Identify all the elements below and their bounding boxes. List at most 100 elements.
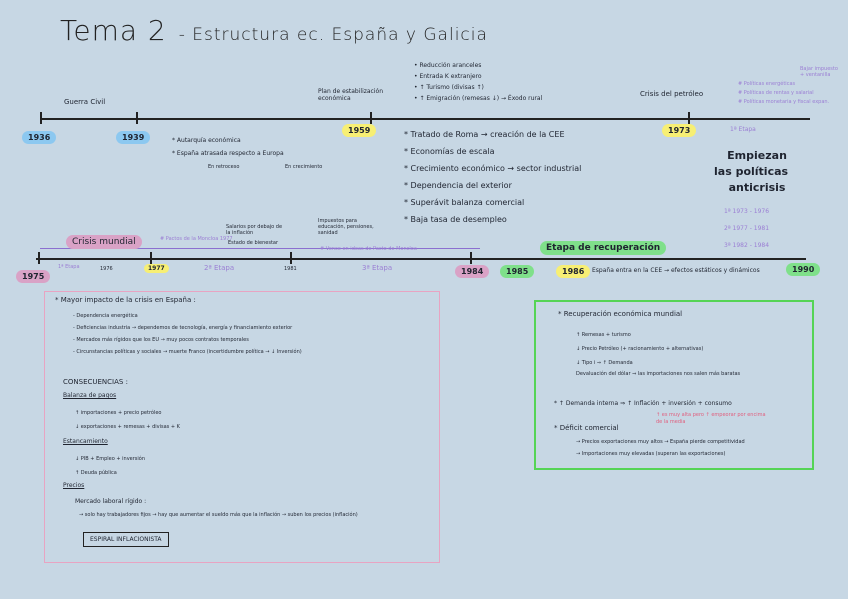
etapa3-bottom-label: 3ª Etapa [362, 264, 393, 272]
crisis-petroleo-label: Crisis del petróleo [640, 90, 704, 98]
empiezan-line: anticrisis [728, 181, 786, 194]
mercado-heading: Mercado laboral rígido : [75, 498, 147, 505]
desarrollo-item: * Baja tasa de desempleo [404, 215, 507, 224]
etapa1-top-label: 1ª Etapa [730, 126, 756, 133]
desarrollo-item: * Tratado de Roma → creación de la CEE [404, 130, 565, 139]
estado-bienestar-label: Estado de bienestar [228, 240, 279, 246]
impact-bullets: - Dependencia energética - Deficiencias … [73, 310, 343, 358]
impact-bullet: - Dependencia energética [73, 313, 138, 319]
crisis-policies-list: # Políticas energéticas # Políticas de r… [738, 80, 829, 107]
plan-effect-item: • Reducción aranceles [414, 62, 482, 69]
impact-bullet: - Circunstancias políticas y sociales → … [73, 349, 302, 355]
recuperacion-heading: * Recuperación económica mundial [558, 310, 683, 318]
espana-cee-label: España entra en la CEE → efectos estátic… [592, 267, 760, 274]
recuperacion-box: * Recuperación económica mundial ↑ Remes… [534, 300, 814, 470]
deficit-heading: * Déficit comercial [554, 424, 619, 432]
recuperacion-item: ↓ Tipo i ⇒ ↑ Demanda [576, 360, 633, 366]
etapa-item: 3ª 1982 - 1984 [724, 242, 770, 249]
balanza-item: ↓ exportaciones + remesas + divisas + K [75, 424, 180, 430]
recuperacion-item: ↓ Precio Petróleo (+ racionamiento + alt… [576, 346, 704, 352]
year-1977-badge: 1977 [144, 264, 169, 273]
etapa-item: 2ª 1977 - 1981 [724, 225, 770, 232]
retroceso-label: En retroceso [208, 164, 240, 170]
empiezan-heading: Empiezan las políticas anticrisis [714, 148, 788, 196]
tick-1936 [40, 112, 42, 124]
pactos-label: # Pactos de la Moncloa 1977 [160, 236, 233, 242]
espiral-inflacionista-box: ESPIRAL INFLACIONISTA [83, 532, 169, 547]
empiezan-line: las políticas [714, 165, 789, 178]
salarios-label: Salarios por debajo de la inflación [226, 224, 283, 236]
tick-1959 [370, 112, 372, 124]
bottom-purple-segment [40, 248, 480, 249]
demanda-interna: * ↑ Demanda interna ⇒ ↑ Inflación + inve… [554, 400, 732, 407]
estancamiento-item: ↑ Deuda pública [75, 470, 117, 476]
plan-effect-item: • ↑ Emigración (remesas ↓) → Éxodo rural [414, 95, 543, 102]
tick-1977 [150, 252, 152, 264]
demanda-note: ↑ es muy alta pero ↑ empeorar por encima… [656, 412, 766, 425]
estancamiento-list: ↓ PIB + Empleo + inversión ↑ Deuda públi… [75, 452, 145, 480]
plan-estabilizacion-label: Plan de estabilización económica [318, 88, 384, 102]
empiezan-line: Empiezan [727, 149, 787, 162]
plan-effect-item: • ↑ Turismo (divisas ↑) [414, 84, 484, 91]
year-1990-badge: 1990 [786, 263, 821, 276]
plan-effects-list: • Reducción aranceles • Entrada K extran… [414, 60, 542, 104]
year-1981-label: 1981 [284, 266, 297, 272]
top-timeline-axis [40, 118, 810, 120]
desarrollo-item: * Dependencia del exterior [404, 181, 512, 190]
crisis-impact-box: * Mayor impacto de la crisis en España :… [44, 291, 440, 563]
desarrollo-item: * Economías de escala [404, 147, 495, 156]
crisis-extra-line: Bajar impuesto [800, 66, 838, 72]
bottom-timeline-axis [36, 258, 806, 260]
crisis-extra-line: + ventanilla [800, 72, 831, 78]
crisis-policy-item: # Políticas energéticas [738, 81, 796, 87]
vence-label: # Vence en ideas de Pacto de Moncloa [320, 246, 417, 252]
impact-heading: * Mayor impacto de la crisis en España : [55, 296, 196, 304]
year-1986-badge: 1986 [556, 265, 591, 278]
etapa1-bottom-label: 1ª Etapa [58, 264, 80, 270]
crisis-policy-item: # Políticas de rentas y salarial [738, 90, 814, 96]
recuperacion-list: ↑ Remesas + turismo ↓ Precio Petróleo (+… [576, 328, 766, 378]
etapa2-bottom-label: 2ª Etapa [204, 264, 235, 272]
tick-1975 [38, 252, 40, 264]
year-1985-badge: 1985 [500, 265, 535, 278]
recuperacion-item: ↑ Remesas + turismo [576, 332, 631, 338]
crisis-mundial-badge: Crisis mundial [66, 235, 142, 249]
etapa-recuperacion-badge: Etapa de recuperación [540, 241, 667, 255]
desarrollo-item: * Crecimiento económico → sector industr… [404, 164, 582, 173]
precios-heading: Precios [63, 482, 85, 489]
autarquia-item: * Autarquía económica [172, 137, 241, 144]
deficit-list: → Precios exportaciones muy altos → Espa… [576, 436, 745, 460]
crisis-extra-note: Bajar impuesto + ventanilla [800, 66, 838, 78]
impact-bullet: - Mercados más rígidos que los EU → muy … [73, 337, 249, 343]
guerra-civil-label: Guerra Civil [64, 98, 106, 106]
consecuencias-heading: CONSECUENCIAS : [63, 378, 128, 386]
tick-1939 [136, 112, 138, 124]
balanza-heading: Balanza de pagos [63, 392, 117, 399]
estancamiento-heading: Estancamiento [63, 438, 108, 445]
impact-bullet: - Deficiencias industria → dependemos de… [73, 325, 293, 331]
desarrollo-item: * Superávit balanza comercial [404, 198, 525, 207]
plan-effect-item: • Entrada K extranjero [414, 73, 482, 80]
autarquia-item: * España atrasada respecto a Europa [172, 150, 284, 157]
year-1939-badge: 1939 [116, 131, 151, 144]
crisis-policy-item: # Políticas monetaria y fiscal expan. [738, 99, 830, 105]
balanza-item: ↑ importaciones + precio petróleo [75, 410, 162, 416]
estancamiento-item: ↓ PIB + Empleo + inversión [75, 456, 146, 462]
etapa-item: 1ª 1973 - 1976 [724, 208, 770, 215]
mercado-item: → solo hay trabajadores fijos → hay que … [79, 512, 358, 518]
year-1976-label: 1976 [100, 266, 113, 272]
recuperacion-item: Devaluación del dólar ⇒ las importacione… [576, 371, 741, 377]
year-1936-badge: 1936 [22, 131, 57, 144]
etapas-list: 1ª 1973 - 1976 2ª 1977 - 1981 3ª 1982 - … [724, 203, 769, 254]
tick-1984 [470, 252, 472, 264]
balanza-list: ↑ importaciones + precio petróleo ↓ expo… [75, 406, 180, 434]
autarquia-list: * Autarquía económica * España atrasada … [172, 134, 284, 160]
tick-1981 [290, 252, 292, 264]
page-title: Tema 2- Estructura ec. España y Galicia [60, 14, 488, 47]
impuestos-label: Impuestos para educación, pensiones, san… [318, 218, 374, 236]
crecimiento-label: En crecimiento [285, 164, 323, 170]
deficit-item: → Importaciones muy elevadas (superan la… [576, 451, 726, 457]
deficit-item: → Precios exportaciones muy altos → Espa… [576, 439, 745, 445]
tick-1973 [688, 112, 690, 124]
year-1984-badge: 1984 [455, 265, 490, 278]
